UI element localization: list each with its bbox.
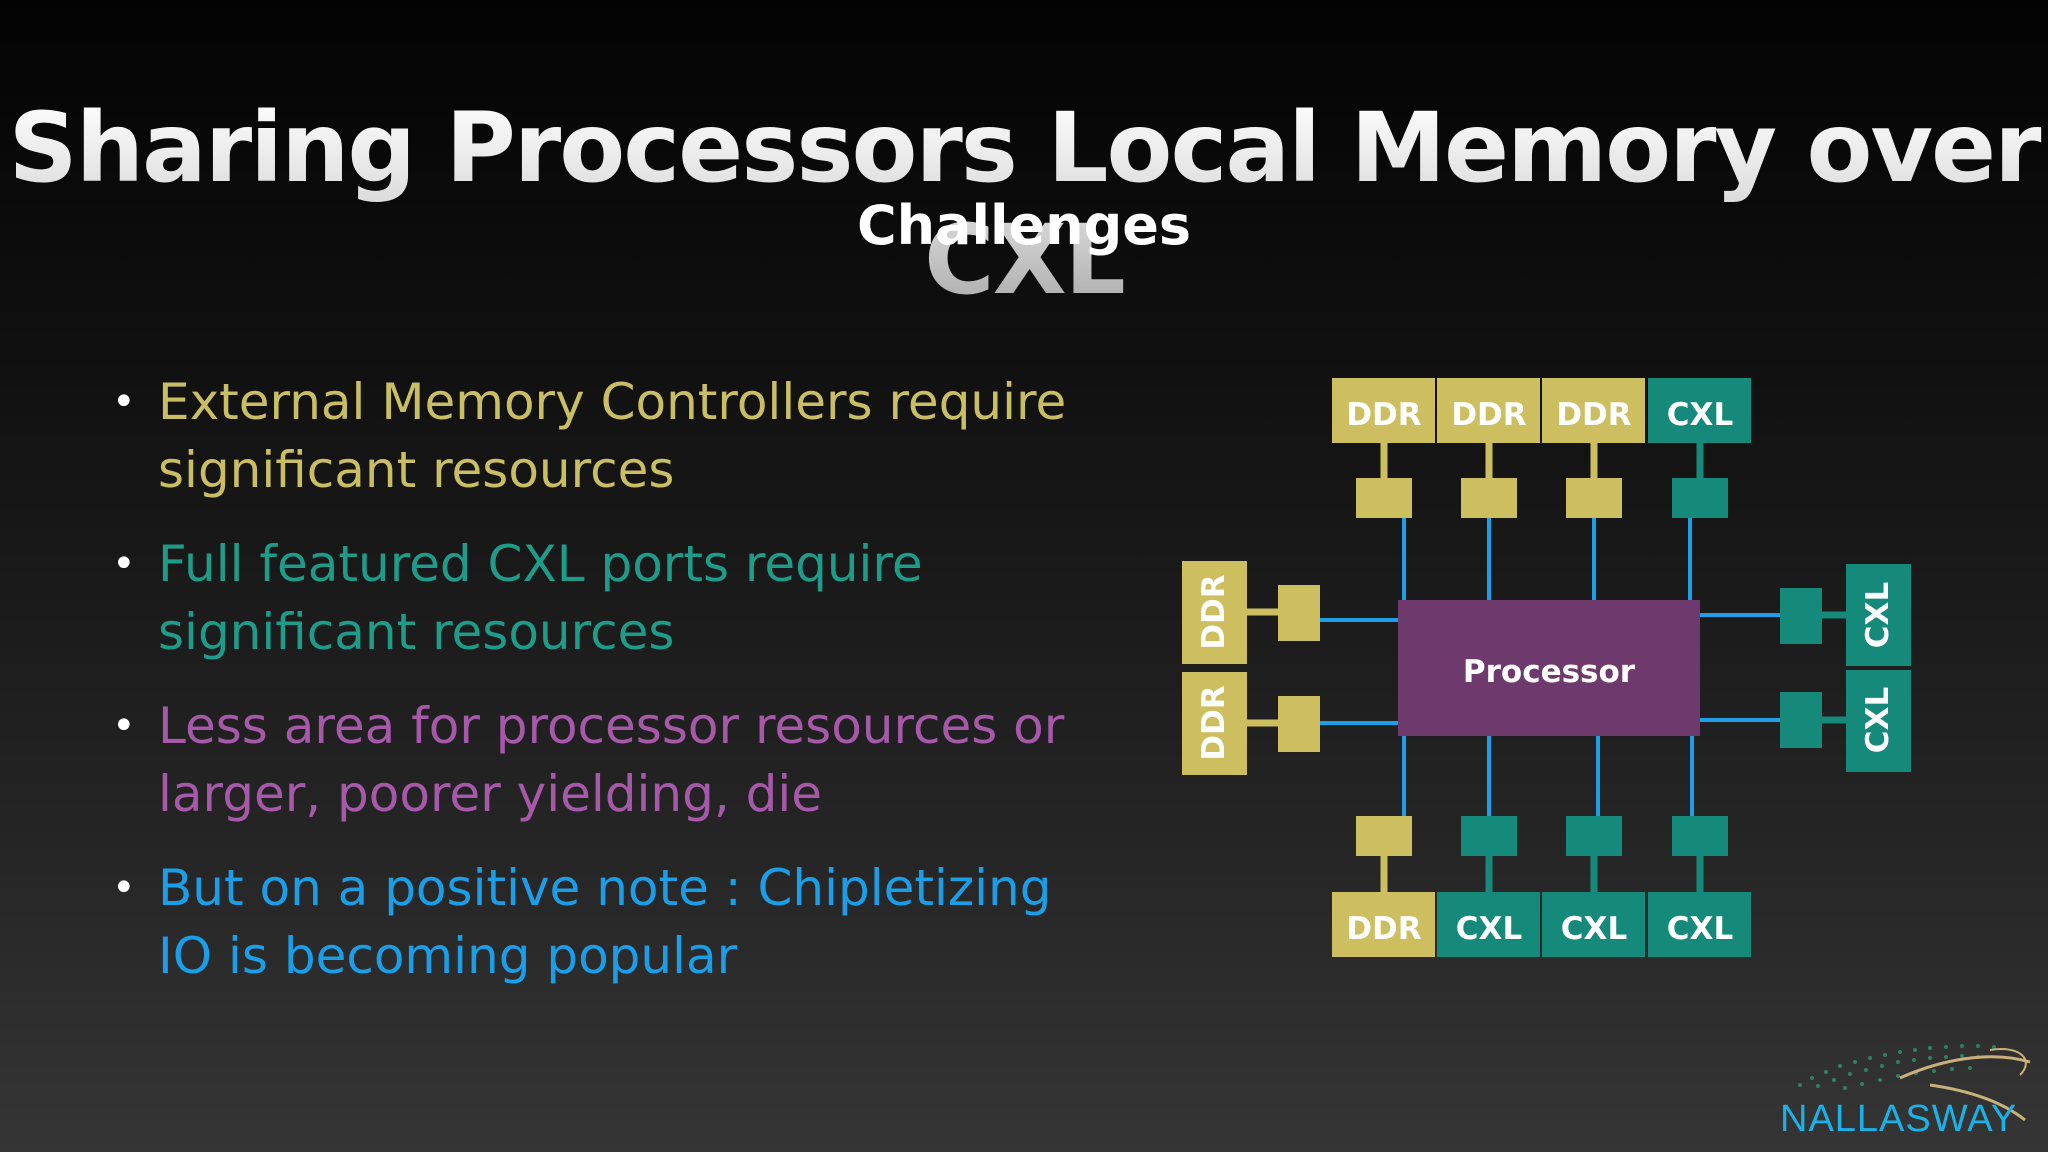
- right-block-2: [1846, 670, 1911, 772]
- bottom-block-2: [1437, 892, 1540, 957]
- bullet-list: • External Memory Controllers require si…: [108, 368, 1108, 1016]
- bottom-controller-2: [1461, 816, 1517, 856]
- bottom-block-label-4: CXL: [1667, 911, 1733, 947]
- top-block-2: [1437, 378, 1540, 443]
- left-block-label-1: DDR: [1196, 574, 1232, 649]
- bullet-dot: •: [112, 541, 136, 587]
- bottom-controller-1: [1356, 816, 1412, 856]
- left-controller-1: [1278, 585, 1320, 641]
- top-block-1: [1332, 378, 1435, 443]
- bottom-controller-4: [1672, 816, 1728, 856]
- top-block-3: [1542, 378, 1645, 443]
- right-controller-2: [1780, 692, 1822, 748]
- bullet-item-less-area: • Less area for processor resources or l…: [108, 692, 1108, 828]
- bullet-line: Full featured CXL ports require: [158, 535, 923, 593]
- right-blocks: CXL CXL: [1846, 564, 1911, 772]
- bullet-line: External Memory Controllers require: [158, 373, 1067, 431]
- bullet-dot: •: [112, 865, 136, 911]
- wires: [1320, 518, 1780, 818]
- bullet-line: IO is becoming popular: [158, 927, 738, 985]
- left-controller-2: [1278, 696, 1320, 752]
- left-block-label-2: DDR: [1196, 685, 1232, 760]
- bullet-dot: •: [112, 379, 136, 425]
- processor-label: Processor: [1463, 654, 1636, 690]
- top-controller-1: [1356, 478, 1412, 518]
- top-block-4: [1648, 378, 1751, 443]
- top-controller-4: [1672, 478, 1728, 518]
- bottom-blocks: DDR CXL CXL CXL: [1332, 892, 1751, 957]
- right-block-1: [1846, 564, 1911, 666]
- nallasway-logo-text: NALLASWAY: [1780, 1098, 2018, 1140]
- slide-title: Sharing Processors Local Memory over CXL: [0, 92, 2048, 316]
- bullet-line: significant resources: [158, 603, 675, 661]
- bullet-dot: •: [112, 703, 136, 749]
- stubs: [1245, 443, 1848, 894]
- bullet-item-cxl-ports: • Full featured CXL ports require signif…: [108, 530, 1108, 666]
- right-block-label-2: CXL: [1860, 687, 1896, 753]
- bullet-item-external-memory: • External Memory Controllers require si…: [108, 368, 1108, 504]
- bullet-line: significant resources: [158, 441, 675, 499]
- top-block-label-2: DDR: [1451, 397, 1526, 433]
- bottom-block-label-2: CXL: [1456, 911, 1522, 947]
- bullet-item-chipletizing: • But on a positive note : Chipletizing …: [108, 854, 1108, 990]
- top-block-label-4: CXL: [1667, 397, 1733, 433]
- bullet-line: larger, poorer yielding, die: [158, 765, 823, 823]
- left-block-1: [1182, 561, 1247, 664]
- top-blocks: DDR DDR DDR CXL: [1332, 378, 1751, 443]
- bullet-line: But on a positive note : Chipletizing: [158, 859, 1052, 917]
- left-blocks: DDR DDR: [1182, 561, 1247, 775]
- processor: Processor: [1398, 600, 1700, 736]
- controllers: [1278, 478, 1822, 856]
- bullet-line: Less area for processor resources or: [158, 697, 1065, 755]
- processor-box: [1398, 600, 1700, 736]
- top-block-label-3: DDR: [1556, 397, 1631, 433]
- bottom-block-label-1: DDR: [1346, 911, 1421, 947]
- top-block-label-1: DDR: [1346, 397, 1421, 433]
- bottom-block-1: [1332, 892, 1435, 957]
- left-block-2: [1182, 672, 1247, 775]
- bottom-block-4: [1648, 892, 1751, 957]
- bottom-block-label-3: CXL: [1561, 911, 1627, 947]
- slide-subtitle: Challenges: [856, 194, 1192, 257]
- right-block-label-1: CXL: [1860, 582, 1896, 648]
- bottom-block-3: [1542, 892, 1645, 957]
- top-controller-3: [1566, 478, 1622, 518]
- bottom-controller-3: [1566, 816, 1622, 856]
- right-controller-1: [1780, 588, 1822, 644]
- logo-graphic: [1798, 1044, 2031, 1122]
- top-controller-2: [1461, 478, 1517, 518]
